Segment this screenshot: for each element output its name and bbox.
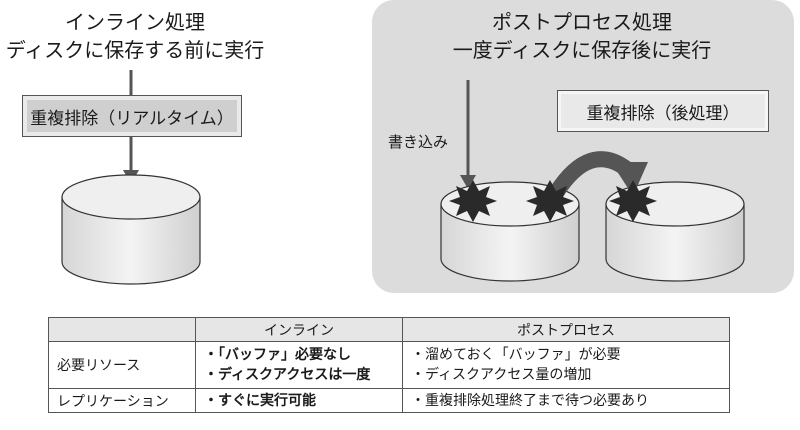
inline-disk-icon bbox=[61, 174, 201, 285]
post-cell: ・重複排除処理終了まで待つ必要あり bbox=[402, 388, 730, 413]
comparison-table: インライン ポストプロセス 必要リソース ・「バッファ」必要なし ・ディスクアク… bbox=[48, 317, 730, 413]
table-header-cell bbox=[48, 317, 196, 342]
write-label: 書き込み bbox=[388, 133, 449, 151]
cell-line: ・重複排除処理終了まで待つ必要あり bbox=[411, 392, 649, 409]
table-header-cell: インライン bbox=[195, 317, 403, 342]
inline-cell: ・「バッファ」必要なし ・ディスクアクセスは一度 bbox=[195, 341, 403, 389]
table-row: 必要リソース ・「バッファ」必要なし ・ディスクアクセスは一度 ・溜めておく「バ… bbox=[48, 341, 730, 389]
write-arrow bbox=[460, 80, 476, 189]
cell-line: ・ディスクアクセス量の増加 bbox=[411, 367, 592, 383]
inline-dedup-label: 重複排除（リアルタイム） bbox=[30, 108, 234, 129]
duplicate-burst-icon bbox=[526, 180, 574, 222]
post-dedup-label: 重複排除（後処理） bbox=[586, 103, 740, 124]
duplicate-burst-icon bbox=[449, 180, 497, 222]
row-label: レプリケーション bbox=[48, 388, 196, 413]
cell-line: ・溜めておく「バッファ」が必要 bbox=[411, 347, 621, 363]
table-header-row: インライン ポストプロセス bbox=[48, 317, 730, 342]
post-title-line2: 一度ディスクに保存後に実行 bbox=[452, 38, 712, 62]
row-label: 必要リソース bbox=[48, 341, 196, 389]
duplicate-burst-icon bbox=[609, 180, 657, 222]
post-title: ポストプロセス処理 一度ディスクに保存後に実行 bbox=[372, 8, 792, 64]
post-cell: ・溜めておく「バッファ」が必要 ・ディスクアクセス量の増加 bbox=[402, 341, 730, 389]
table-row: レプリケーション ・すぐに実行可能 ・重複排除処理終了まで待つ必要あり bbox=[48, 388, 730, 413]
inline-title: インライン処理 ディスクに保存する前に実行 bbox=[0, 8, 270, 64]
post-dedup-box: 重複排除（後処理） bbox=[557, 90, 769, 132]
cell-line: ・「バッファ」必要なし bbox=[204, 347, 351, 363]
inline-title-line1: インライン処理 bbox=[65, 10, 205, 34]
transfer-arrow bbox=[549, 151, 648, 198]
cell-line: ・ディスクアクセスは一度 bbox=[204, 367, 371, 383]
post-title-line1: ポストプロセス処理 bbox=[492, 10, 672, 34]
inline-cell: ・すぐに実行可能 bbox=[195, 388, 403, 413]
inline-title-line2: ディスクに保存する前に実行 bbox=[5, 38, 265, 62]
table-header-cell: ポストプロセス bbox=[402, 317, 730, 342]
cell-line: ・すぐに実行可能 bbox=[204, 392, 316, 409]
diagram-graphics bbox=[61, 70, 745, 285]
inline-dedup-box: 重複排除（リアルタイム） bbox=[22, 95, 242, 137]
